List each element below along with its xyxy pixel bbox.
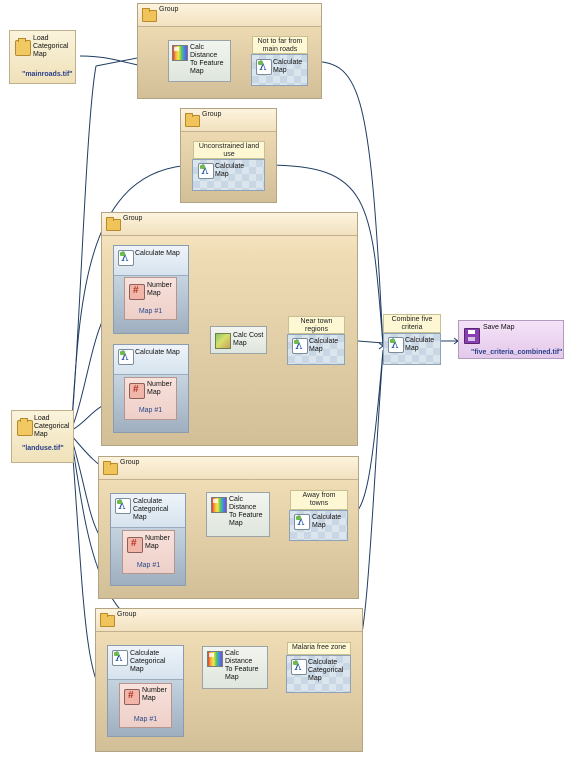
container-title: Calculate Categorical Map (130, 650, 166, 673)
save-disk-icon (464, 328, 480, 344)
folder-icon (185, 113, 200, 127)
folder-icon (15, 38, 31, 56)
group-header: Group (102, 213, 357, 236)
node-sub-label: Map #1 (138, 407, 163, 414)
number-map-node[interactable]: Number Map Map #1 (119, 683, 172, 728)
group-title: Group (202, 111, 222, 118)
calc-distance-node[interactable]: Calc Distance To Feature Map (168, 40, 231, 82)
group-title: Group (117, 611, 137, 618)
calc-distance-node[interactable]: Calc Distance To Feature Map (202, 646, 268, 689)
lambda-function-icon (291, 659, 307, 675)
container-title: Calculate Categorical Map (133, 498, 169, 521)
number-map-node[interactable]: Number Map Map #1 (124, 377, 177, 420)
group-header: Group (138, 4, 321, 27)
edge (71, 65, 97, 421)
node-caption: Unconstrained land use (193, 141, 265, 159)
node-label: Save Map (483, 324, 515, 331)
node-label: Calculate Map (309, 338, 339, 353)
load-node-title: Load Categorical Map (33, 35, 69, 58)
tag-icon (127, 537, 143, 553)
load-node-file: "landuse.tif" (22, 445, 64, 452)
calc-distance-node[interactable]: Calc Distance To Feature Map (206, 492, 270, 537)
load-node-title: Load Categorical Map (34, 415, 70, 438)
group-title: Group (120, 459, 140, 466)
node-label: Calc Distance To Feature Map (225, 650, 259, 681)
node-caption: Near town regions (288, 316, 345, 334)
node-caption: Malaria free zone (287, 642, 351, 655)
load-node-mainroads[interactable]: Load Categorical Map "mainroads.tif" (9, 30, 76, 84)
lambda-function-icon (256, 59, 272, 75)
node-sub-label: Map #1 (133, 716, 158, 723)
node-sub-label: Map #1 (138, 308, 163, 315)
node-label: Calculate Categorical Map (308, 659, 344, 682)
folder-icon (100, 613, 115, 627)
container-title: Calculate Map (135, 250, 180, 257)
node-label: Calc Distance To Feature Map (190, 44, 224, 75)
calculate-map-node[interactable]: Calculate Map (192, 159, 265, 191)
calculate-map-node[interactable]: Calculate Map (287, 334, 345, 365)
lambda-function-icon (118, 349, 134, 365)
number-map-node[interactable]: Number Map Map #1 (124, 277, 177, 320)
rainbow-map-icon (211, 497, 227, 513)
group-header: Group (99, 457, 358, 480)
node-label: Number Map (147, 282, 172, 297)
lambda-function-icon (115, 498, 131, 514)
node-label: Number Map (147, 381, 172, 396)
rainbow-map-icon (172, 45, 188, 61)
node-label: Calc Distance To Feature Map (229, 496, 263, 527)
calc-cost-node[interactable]: Calc Cost Map (210, 326, 267, 354)
calculate-map-node[interactable]: Calculate Map (289, 510, 348, 541)
node-label: Calculate Map (215, 163, 245, 178)
lambda-function-icon (198, 163, 214, 179)
group-title: Group (123, 215, 143, 222)
folder-icon (17, 418, 33, 436)
folder-icon (106, 217, 121, 231)
tag-icon (129, 383, 145, 399)
group-title: Group (159, 6, 179, 13)
combine-calculate-map-node[interactable]: Calculate Map (383, 333, 441, 365)
save-node-file: "five_criteria_combined.tif" (471, 349, 563, 356)
node-label: Number Map (145, 535, 170, 550)
load-node-landuse[interactable]: Load Categorical Map "landuse.tif" (11, 410, 74, 463)
node-label: Calculate Map (273, 59, 303, 74)
lambda-function-icon (388, 337, 404, 353)
group-header: Group (181, 109, 276, 132)
load-node-file: "mainroads.tif" (22, 71, 73, 78)
node-label: Number Map (142, 687, 167, 702)
container-title: Calculate Map (135, 349, 180, 356)
node-label: Calculate Map (405, 337, 435, 352)
number-map-node[interactable]: Number Map Map #1 (122, 530, 175, 574)
lambda-function-icon (118, 250, 134, 266)
node-label: Calculate Map (312, 514, 342, 529)
folder-icon (142, 8, 157, 22)
folder-icon (103, 461, 118, 475)
lambda-function-icon (292, 338, 308, 354)
group-header: Group (96, 609, 362, 632)
node-label: Calc Cost Map (233, 332, 264, 347)
calculate-categorical-map-node[interactable]: Calculate Categorical Map (286, 655, 351, 693)
lambda-function-icon (112, 650, 128, 666)
node-caption: Away from towns (290, 490, 348, 510)
lambda-function-icon (294, 514, 310, 530)
save-map-node[interactable]: Save Map "five_criteria_combined.tif" (458, 320, 564, 359)
tag-icon (129, 284, 145, 300)
rainbow-map-icon (207, 651, 223, 667)
node-caption: Combine five criteria (383, 314, 441, 333)
node-caption: Not to far from main roads (252, 36, 308, 54)
calculate-map-node[interactable]: Calculate Map (251, 54, 308, 86)
tag-icon (124, 689, 140, 705)
cost-map-icon (215, 333, 231, 349)
node-sub-label: Map #1 (136, 562, 161, 569)
